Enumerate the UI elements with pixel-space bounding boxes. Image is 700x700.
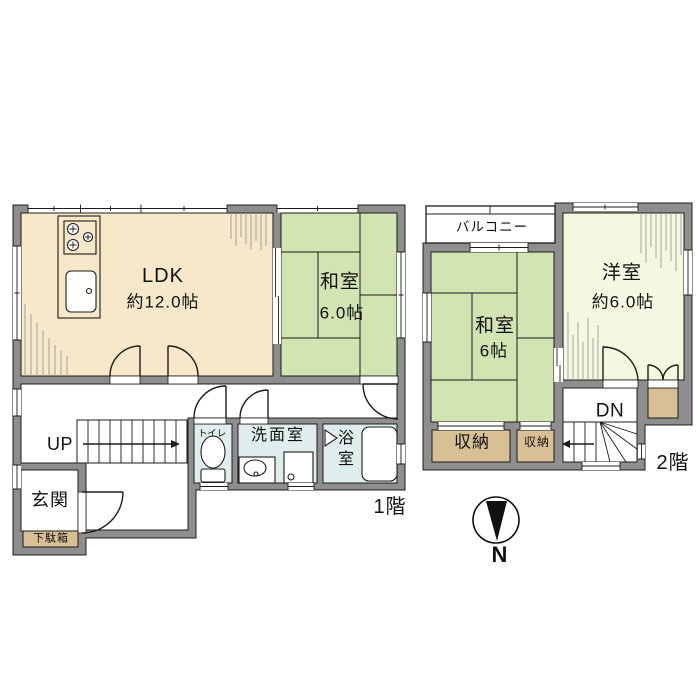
stairs-2f xyxy=(562,421,638,463)
sliding-door-washitsu-2f xyxy=(554,348,563,382)
toilet-label: トイレ xyxy=(197,428,227,440)
hatch-ldk xyxy=(24,213,267,376)
washitsu-2f-area-label: 6帖 xyxy=(479,341,509,361)
compass xyxy=(472,496,520,544)
doors-1f xyxy=(81,345,399,534)
tatami-lines-1f xyxy=(281,213,397,376)
compass-north-label: N xyxy=(491,542,509,567)
kitchen-sink xyxy=(65,270,97,313)
stairs-up-label: UP xyxy=(46,434,74,454)
stairs-1f xyxy=(76,419,188,464)
floor2-label: 2階 xyxy=(656,452,690,474)
ldk-area-label: 約12.0帖 xyxy=(126,292,200,312)
entrance-label: 玄関 xyxy=(31,490,69,510)
closet-fusuma-doors xyxy=(437,422,552,430)
room-washitsu-2f xyxy=(430,251,555,423)
western-room-area-label: 約6.0帖 xyxy=(591,292,655,312)
bathroom-label: 浴室 xyxy=(337,430,354,468)
kitchen-unit xyxy=(57,215,101,319)
washitsu-1f-area-label: 6.0帖 xyxy=(319,303,365,323)
washitsu-1f-name-label: 和室 xyxy=(319,271,361,293)
ldk-name-label: LDK xyxy=(142,265,184,287)
bath-door-icon xyxy=(324,428,338,448)
sliding-door-ldk-washitsu xyxy=(273,248,281,344)
closet-right xyxy=(516,429,555,463)
shoe-cabinet xyxy=(22,530,79,548)
western-room-name-label: 洋室 xyxy=(601,262,643,284)
room-ldk xyxy=(20,212,274,377)
shoe-cabinet-label: 下駄箱 xyxy=(33,532,69,545)
bathtub xyxy=(361,426,398,482)
compass-needle xyxy=(486,501,507,541)
doors-2f xyxy=(602,346,679,381)
washitsu-2f-name-label: 和室 xyxy=(474,315,516,337)
stairs-up-arrow xyxy=(171,440,180,448)
balcony xyxy=(425,205,556,244)
floor1-label: 1階 xyxy=(373,496,407,518)
floor2-plan xyxy=(422,202,693,471)
washroom-label: 洗面室 xyxy=(250,427,306,444)
stairs-down-arrow xyxy=(562,440,570,448)
stairs-down-label: DN xyxy=(595,400,625,422)
closet-western xyxy=(647,387,679,419)
closet-left-label: 収納 xyxy=(454,432,490,452)
closet-left xyxy=(431,429,511,463)
windows-1f xyxy=(13,204,405,490)
tatami-lines-2f xyxy=(431,252,554,422)
windows-2f xyxy=(423,203,692,470)
hatch-western xyxy=(567,213,682,380)
floor1-plan xyxy=(12,204,406,556)
toilet-fixture xyxy=(200,435,226,483)
balcony-label: バルコニー xyxy=(455,219,529,235)
closet-right-label: 収納 xyxy=(523,435,551,449)
